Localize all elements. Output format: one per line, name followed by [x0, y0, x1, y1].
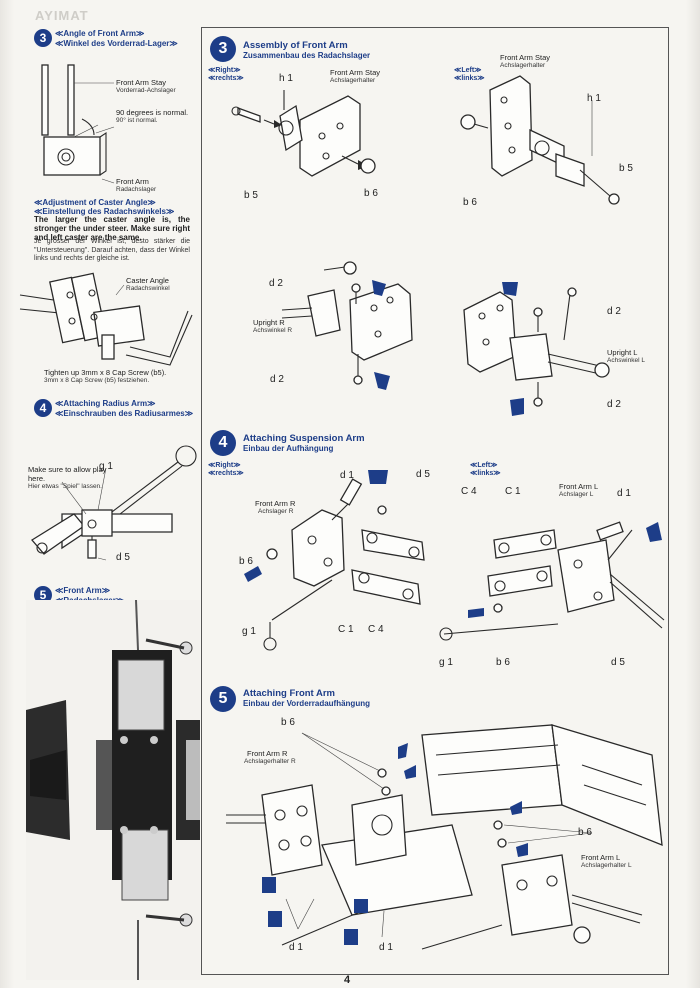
bleed-logo: TAMIYA [34, 8, 88, 23]
l-d2-bottom-label: d 2 [607, 399, 621, 410]
caster-title-de: ≪Einstellung des Radachswinkels≫ [34, 207, 175, 216]
left-angle-label-de: 90° ist normal. [116, 117, 158, 124]
step-3-badge-left: 3 [34, 29, 52, 47]
play-label: Make sure to allow play here. [28, 465, 107, 483]
step4-title-de: Einbau der Aufhängung [243, 444, 334, 453]
left-angle-label: 90 degrees is normal. [116, 108, 189, 117]
step-4-badge-left: 4 [34, 399, 52, 417]
left-arm-label: Front Arm [116, 177, 149, 186]
step5-title-de: Einbau der Vorderradaufhängung [243, 699, 370, 708]
r4-c4-label: C 4 [368, 624, 384, 635]
left-d5-label: d 5 [116, 552, 130, 563]
front-arm-photo [26, 599, 200, 980]
caster-text-en: The larger the caster angle is, the stro… [34, 215, 190, 242]
l4-g1-label: g 1 [439, 657, 453, 668]
r4-g1-label: g 1 [242, 626, 256, 637]
step3-left-tag: ≪Left≫ [454, 67, 482, 74]
stay-l-label: Front Arm Stay [500, 53, 551, 62]
caster-angle-label-de: Radachswinkel [126, 285, 170, 292]
r4-b6-label: b 6 [239, 556, 253, 567]
s5-arm-r-label: Front Arm R [247, 749, 288, 758]
arm-r-label: Front Arm R [255, 499, 296, 508]
l-b5-label: b 5 [619, 163, 633, 174]
upright-l-diagram [463, 282, 610, 416]
step3-title-de: Zusammenbau des Radachslager [243, 51, 371, 60]
r-b6-label: b 6 [364, 188, 378, 199]
arm-l-label: Front Arm L [559, 482, 599, 491]
step5-title-en: Attaching Front Arm [243, 688, 336, 699]
arm-l-label-de: Achslager L [559, 491, 594, 498]
upright-r-diagram [281, 261, 413, 390]
left-stay-label-de: Vorderrad-Achslager [116, 87, 176, 94]
left-step3-title-en: ≪Angle of Front Arm≫ [55, 29, 145, 38]
r-b5-label: b 5 [244, 190, 258, 201]
step4-right-tag-de: ≪rechts≫ [208, 470, 244, 477]
l4-c1-label: C 1 [505, 486, 521, 497]
s5-b6-top-label: b 6 [281, 717, 295, 728]
tighten-label: Tighten up 3mm x 8 Cap Screw (b5). [44, 368, 167, 377]
step4-right-tag: ≪Right≫ [208, 462, 241, 469]
stay-l-label-de: Achslagerhalter [500, 62, 546, 69]
r4-c1-label: C 1 [338, 624, 354, 635]
suspension-right-diagram [244, 470, 425, 651]
s5-d1-left-label: d 1 [289, 942, 303, 953]
l-b6-label: b 6 [463, 197, 477, 208]
radius-arm-diagram [31, 445, 197, 561]
step-4-badge: 4 [210, 430, 236, 456]
left-step4-title-en: ≪Attaching Radius Arm≫ [55, 399, 156, 408]
left-step5-title-en: ≪Front Arm≫ [55, 586, 111, 595]
l4-c4-label: C 4 [461, 486, 477, 497]
s5-arm-l-label: Front Arm L [581, 853, 621, 862]
r-d2-top-label: d 2 [269, 278, 283, 289]
step-5-badge-left: 5 [34, 586, 52, 604]
arm-r-label-de: Achslager R [258, 508, 294, 515]
step-3-badge: 3 [210, 36, 236, 62]
caster-text-de: Je grösser der Winkel ist, desto stärker… [34, 238, 190, 262]
front-arm-angle-diagram [41, 64, 115, 184]
s5-arm-l-label-de: Achslagerhalter L [581, 862, 632, 869]
arm-stay-right-diagram [231, 90, 376, 177]
l-d2-top-label: d 2 [607, 306, 621, 317]
caster-angle-diagram [19, 272, 193, 366]
page-number: 4 [344, 974, 351, 986]
l4-b6-label: b 6 [496, 657, 510, 668]
s5-arm-r-label-de: Achslagerhalter R [244, 758, 296, 765]
step4-title-en: Attaching Suspension Arm [243, 433, 365, 444]
step4-left-tag-de: ≪links≫ [470, 470, 501, 477]
left-g1-label: g 1 [99, 461, 113, 472]
left-arm-label-de: Radachslager [116, 186, 157, 193]
arm-stay-left-diagram [460, 75, 620, 205]
suspension-left-diagram [439, 521, 665, 641]
play-label-de: Hier etwas "Spiel" lassen. [28, 483, 102, 490]
step-5-badge: 5 [210, 686, 236, 712]
l-h1-label: h 1 [587, 93, 601, 104]
left-step4-title-de: ≪Einschrauben des Radiusarmes≫ [55, 409, 194, 418]
left-step3-title-de: ≪Winkel des Vorderrad-Lager≫ [55, 39, 178, 48]
r4-d1-label: d 1 [340, 470, 354, 481]
step4-left-tag: ≪Left≫ [470, 462, 498, 469]
upright-r-label: Upright R [253, 318, 285, 327]
r-h1-label: h 1 [279, 73, 293, 84]
step3-left-tag-de: ≪links≫ [454, 75, 485, 82]
r-d2-bottom-label: d 2 [270, 374, 284, 385]
upright-l-label-de: Achswinkel L [607, 357, 645, 364]
left-stay-label: Front Arm Stay [116, 78, 167, 87]
tighten-label-de: 3mm x 8 Cap Screw (b5) festziehen. [44, 377, 150, 384]
caster-angle-label: Caster Angle [126, 276, 169, 285]
s5-d1-right-label: d 1 [379, 942, 393, 953]
l4-d5-label: d 5 [611, 657, 625, 668]
upright-r-label-de: Achswinkel R [253, 327, 293, 334]
step3-title-en: Assembly of Front Arm [243, 40, 348, 51]
front-arm-chassis-diagram [226, 724, 663, 950]
stay-r-label-de: Achslagerhalter [330, 77, 376, 84]
upright-l-label: Upright L [607, 348, 638, 357]
stay-r-label: Front Arm Stay [330, 68, 381, 77]
l4-d1-label: d 1 [617, 488, 631, 499]
step3-right-tag: ≪Right≫ [208, 67, 241, 74]
caster-title-en: ≪Adjustment of Caster Angle≫ [34, 198, 156, 207]
instruction-frame [201, 27, 669, 975]
s5-b6-right-label: b 6 [578, 827, 592, 838]
r4-d5-label: d 5 [416, 469, 430, 480]
step3-right-tag-de: ≪rechts≫ [208, 75, 244, 82]
